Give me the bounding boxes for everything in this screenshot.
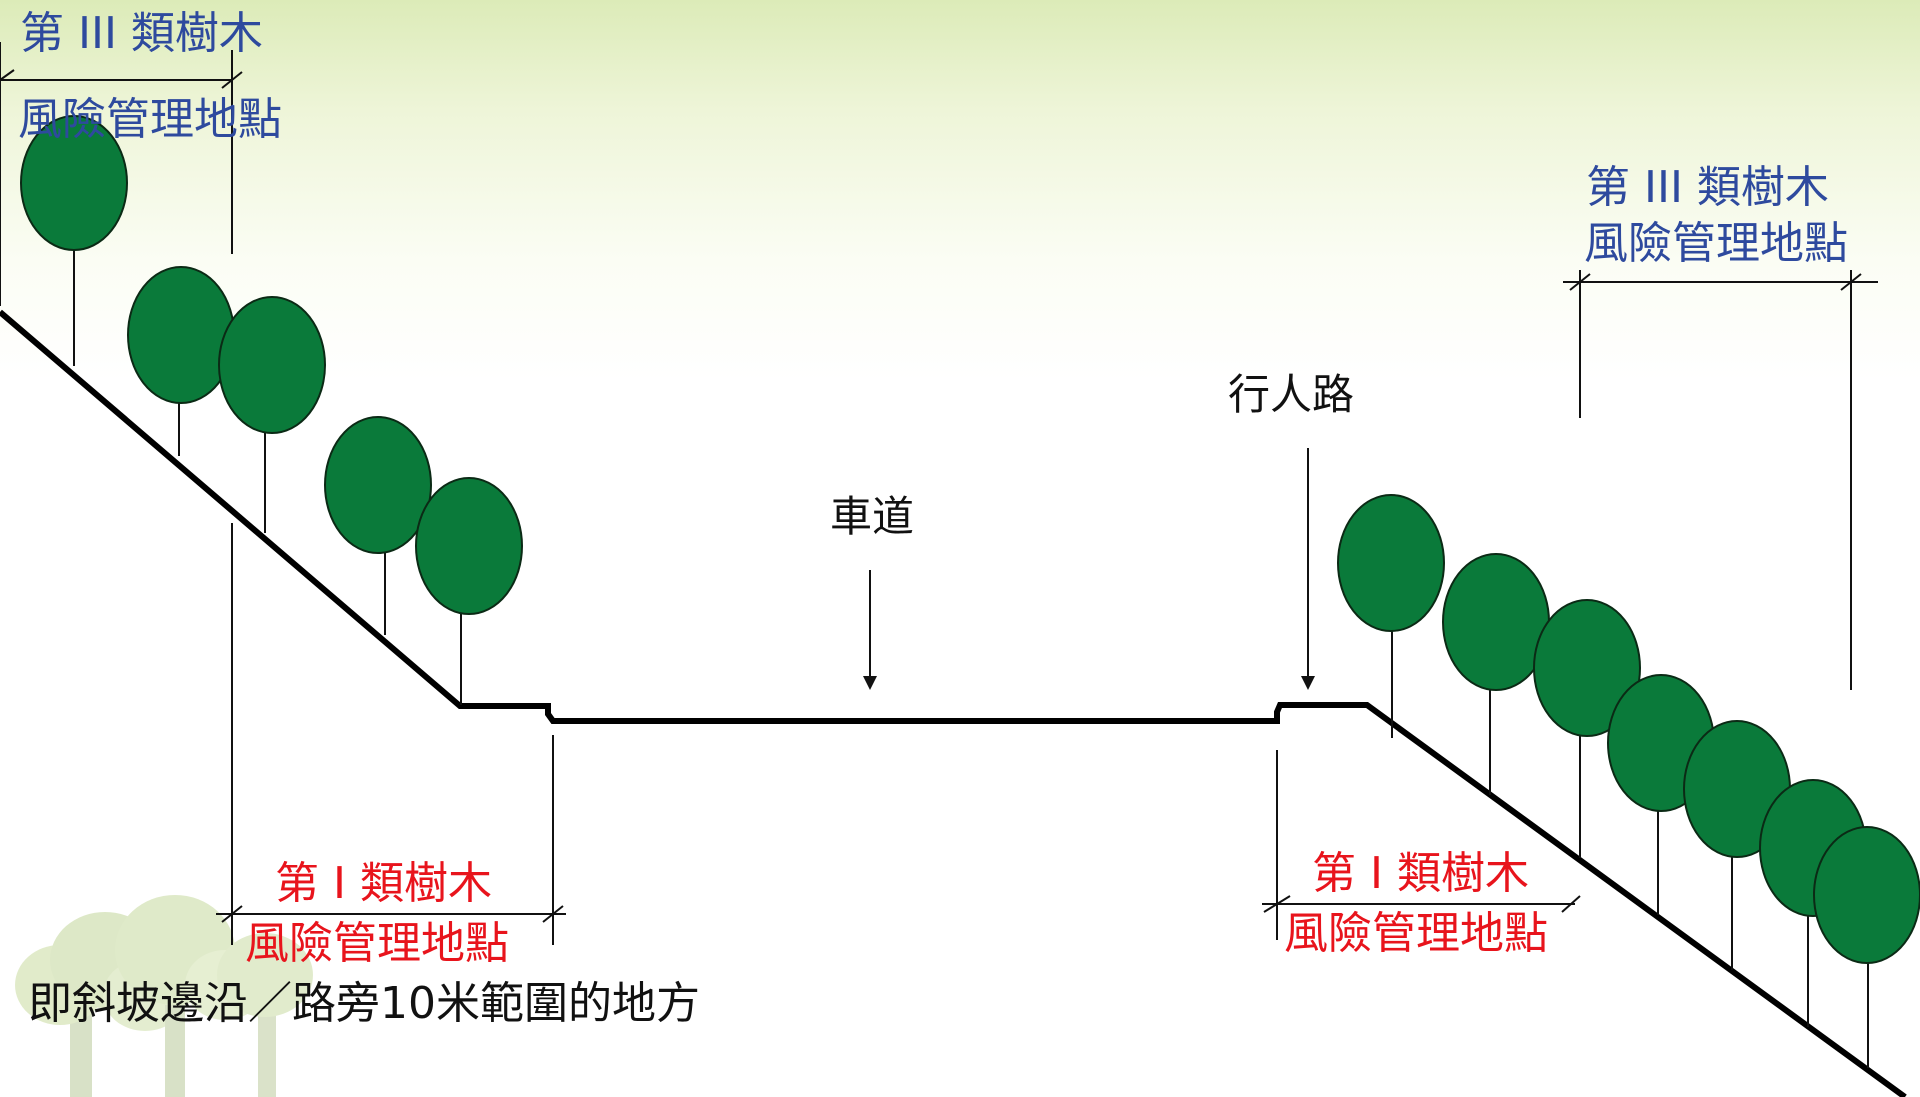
left-slope-trees bbox=[20, 115, 523, 705]
dimension-line-icon bbox=[1563, 270, 1878, 690]
tree-icon bbox=[1533, 599, 1641, 858]
left-top-class3-subtitle: 風險管理地點 bbox=[18, 94, 282, 145]
right-slope-trees bbox=[1337, 494, 1920, 1068]
arrow-down-icon bbox=[863, 570, 877, 690]
right-top-class3-subtitle: 風險管理地點 bbox=[1584, 218, 1848, 269]
right-top-class3-title: 第 III 類樹木 bbox=[1586, 162, 1829, 213]
tree-icon bbox=[1337, 494, 1445, 738]
right-bottom-class1-title: 第 I 類樹木 bbox=[1312, 848, 1529, 899]
left-top-class3-title: 第 III 類樹木 bbox=[20, 8, 263, 59]
dimension-line-icon bbox=[0, 42, 243, 306]
right-bottom-class1-subtitle: 風險管理地點 bbox=[1284, 908, 1548, 959]
dimension-line-icon bbox=[216, 523, 566, 945]
carriageway-label: 車道 bbox=[830, 492, 915, 541]
tree-icon bbox=[324, 416, 432, 635]
caption-text: 即斜坡邊沿／路旁10米範圍的地方 bbox=[28, 978, 700, 1029]
tree-icon bbox=[1813, 826, 1920, 1068]
faded-tree-icon bbox=[217, 933, 313, 1097]
footpath-label: 行人路 bbox=[1228, 370, 1355, 419]
dimension-line-icon bbox=[1262, 750, 1581, 940]
tree-icon bbox=[415, 477, 523, 705]
left-bottom-class1-subtitle: 風險管理地點 bbox=[245, 918, 509, 969]
arrow-down-icon bbox=[1301, 448, 1315, 690]
ground-profile-line bbox=[0, 309, 1907, 1097]
left-bottom-class1-title: 第 I 類樹木 bbox=[275, 858, 492, 909]
tree-icon bbox=[1442, 553, 1550, 795]
tree-icon bbox=[218, 296, 326, 533]
tree-icon bbox=[20, 115, 128, 366]
